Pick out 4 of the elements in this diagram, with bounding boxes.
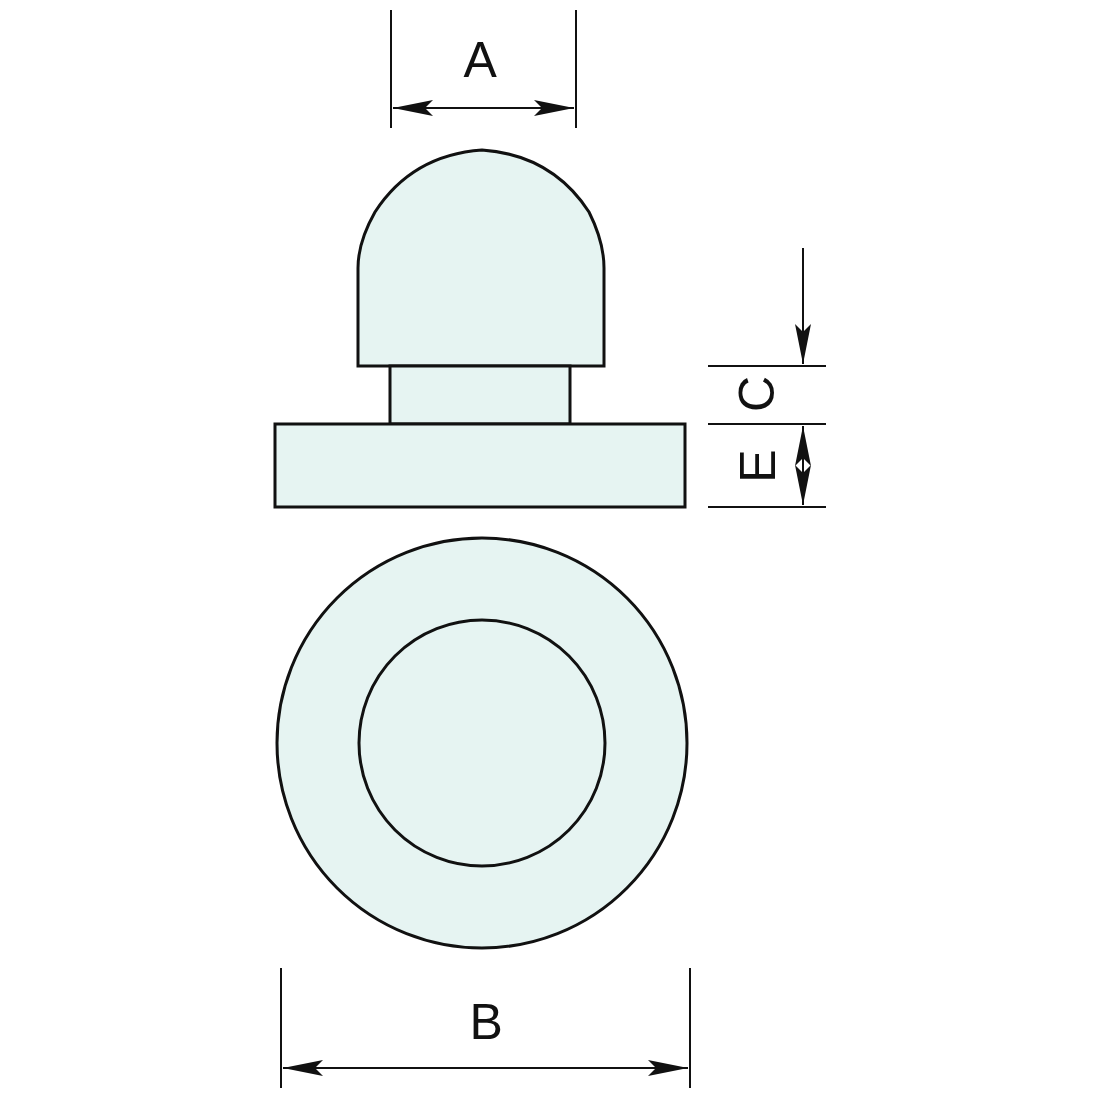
dimension-label: A [463,35,497,85]
dimension-label: C [732,375,783,413]
dimension-label: E [732,449,783,483]
dimension-label: B [469,997,503,1047]
